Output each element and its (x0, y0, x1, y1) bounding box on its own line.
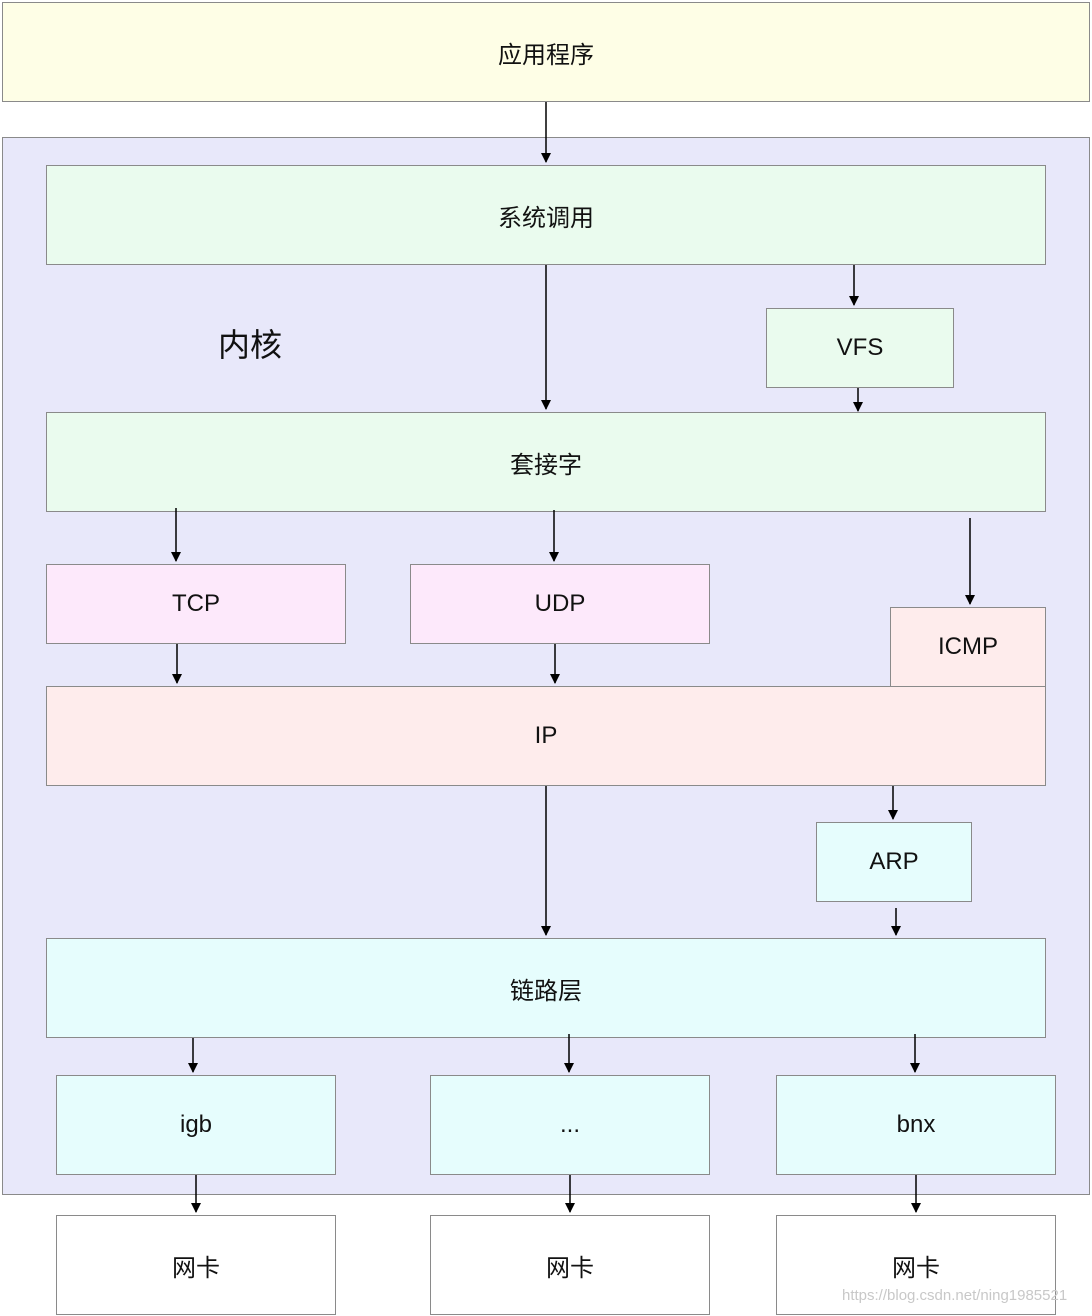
nic-label: 网卡 (546, 1254, 594, 1282)
nic-label: 网卡 (892, 1254, 940, 1282)
nic-box: 网卡 (776, 1215, 1056, 1315)
ip-label: IP (534, 722, 558, 749)
vfs-label: VFS (836, 334, 884, 361)
kernel-label: 内核 (218, 327, 283, 363)
syscall-label: 系统调用 (498, 204, 594, 232)
application-label: 应用程序 (498, 41, 594, 69)
tcp-label: TCP (172, 590, 220, 617)
icmp-box: ICMP (890, 607, 1046, 687)
watermark-text: https://blog.csdn.net/ning1985521 (842, 1287, 1068, 1304)
link-layer-label: 链路层 (510, 977, 582, 1005)
arp-box: ARP (816, 822, 972, 902)
driver-label: ... (559, 1111, 580, 1138)
ip-box: IP (46, 686, 1046, 786)
link-layer-box: 链路层 (46, 938, 1046, 1038)
icmp-label: ICMP (938, 633, 998, 660)
driver-label: bnx (896, 1111, 936, 1138)
udp-box: UDP (410, 564, 710, 644)
nic-label: 网卡 (172, 1254, 220, 1282)
nic-box: 网卡 (56, 1215, 336, 1315)
arp-label: ARP (869, 848, 919, 875)
application-box: 应用程序 (2, 2, 1090, 102)
udp-label: UDP (534, 590, 586, 617)
driver-box-bnx: bnx (776, 1075, 1056, 1175)
socket-box: 套接字 (46, 412, 1046, 512)
syscall-box: 系统调用 (46, 165, 1046, 265)
vfs-box: VFS (766, 308, 954, 388)
driver-box-igb: igb (56, 1075, 336, 1175)
driver-box-ellipsis: ... (430, 1075, 710, 1175)
nic-box: 网卡 (430, 1215, 710, 1315)
driver-label: igb (179, 1111, 213, 1138)
tcp-box: TCP (46, 564, 346, 644)
socket-label: 套接字 (510, 451, 582, 479)
